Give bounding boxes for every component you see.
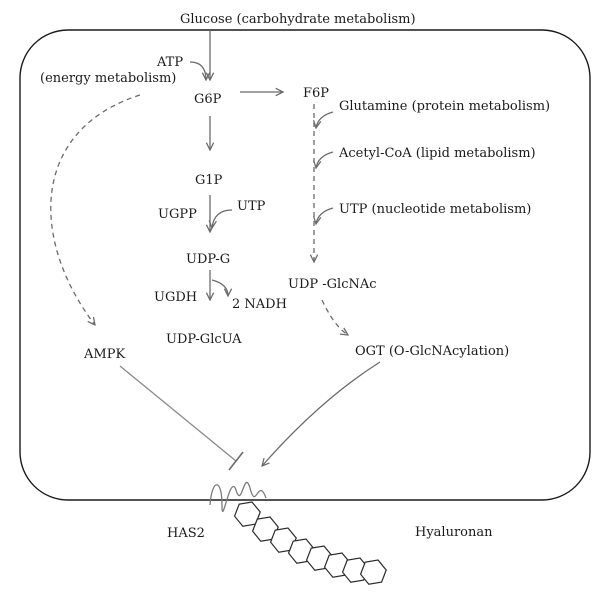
label-nadh: 2 NADH [232,297,287,312]
label-udp-g: UDP-G [186,252,230,267]
label-glucose: Glucose (carbohydrate metabolism) [180,12,416,27]
label-g6p: G6P [194,92,222,107]
arrow-ogt-has2 [262,361,381,466]
label-utp: UTP [237,199,266,214]
hyaluronan-chain [233,501,387,585]
label-udp-glcua: UDP-GlcUA [166,332,242,347]
label-ampk: AMPK [83,347,125,362]
arrow-nadh [211,279,228,296]
label-ugpp: UGPP [158,207,197,222]
label-udp-glcnac: UDP -GlcNAc [288,277,377,292]
label-acetyl-coa: Acetyl-CoA (lipid metabolism) [338,146,536,161]
arrow-energy-ampk [50,94,141,325]
label-glutamine: Glutamine (protein metabolism) [339,99,550,114]
inhibit-bar [228,451,244,471]
label-energy: (energy metabolism) [40,71,176,86]
cell-membrane [19,29,591,501]
label-f6p: F6P [303,86,329,101]
label-has2: HAS2 [167,526,205,541]
has2-protein [209,481,267,513]
label-atp: ATP [156,55,183,70]
arrow-atp-g6p [189,61,206,80]
label-ogt: OGT (O-GlcNAcylation) [355,344,509,359]
arrow-utp-udpg [212,209,233,228]
label-utp-nucleotide: UTP (nucleotide metabolism) [339,202,531,217]
arrow-utp-nuc [316,207,334,224]
arrow-glutamine [316,111,334,128]
label-g1p: G1P [195,173,223,188]
inhibit-ampk-has2 [119,365,237,462]
label-hyaluronan: Hyaluronan [415,525,493,540]
arrow-udpglcnac-ogt [321,299,348,335]
arrow-acetyl [316,151,334,168]
label-ugdh: UGDH [154,290,197,305]
